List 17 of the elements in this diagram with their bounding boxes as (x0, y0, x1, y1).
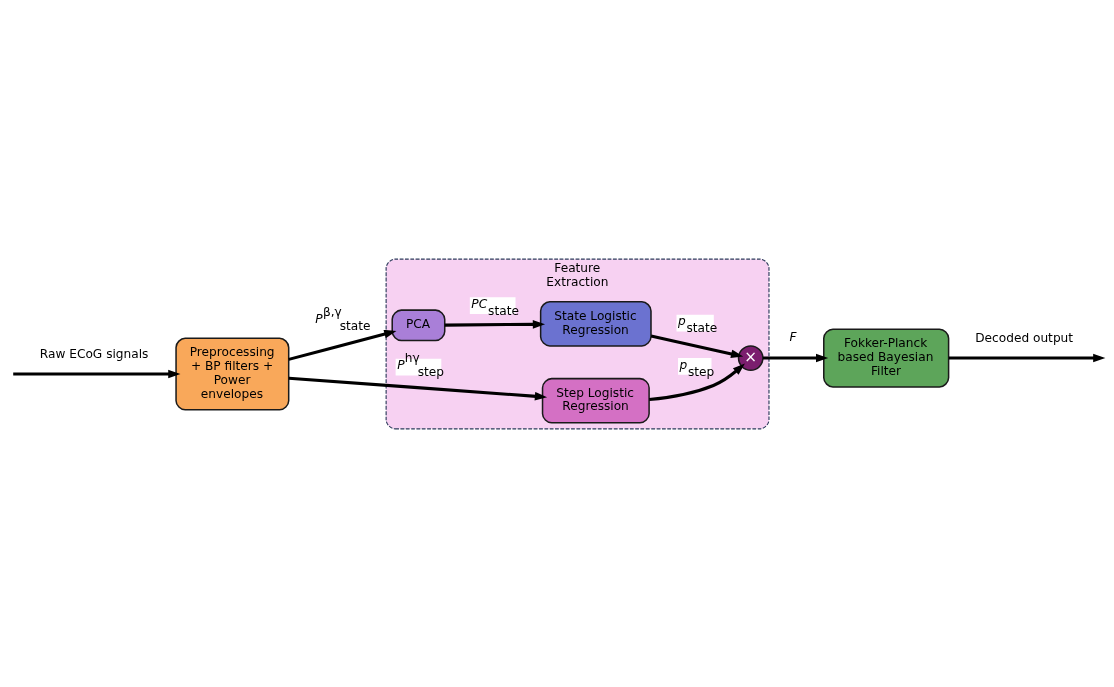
node-box: Fokker-Planck based Bayesian Filter (823, 327, 950, 388)
node-circle: × (737, 344, 764, 371)
edge-label: Decoded output (975, 330, 1074, 345)
edge-label: F (789, 329, 797, 344)
node-box: State Logistic Regression (539, 300, 652, 347)
arrow (444, 319, 545, 329)
edge-label: Raw ECoG signals (39, 346, 149, 361)
node-box: PCA (391, 308, 446, 341)
arrow (649, 362, 745, 401)
node-box: Preprocessing + BP filters + Power envelopes (175, 337, 290, 411)
arrow (288, 329, 397, 361)
node-box: Step Logistic Regression (541, 377, 650, 424)
arrow (288, 376, 548, 401)
arrow (650, 334, 744, 358)
arrow (13, 369, 181, 378)
arrow (762, 353, 829, 362)
arrow (948, 353, 1106, 362)
